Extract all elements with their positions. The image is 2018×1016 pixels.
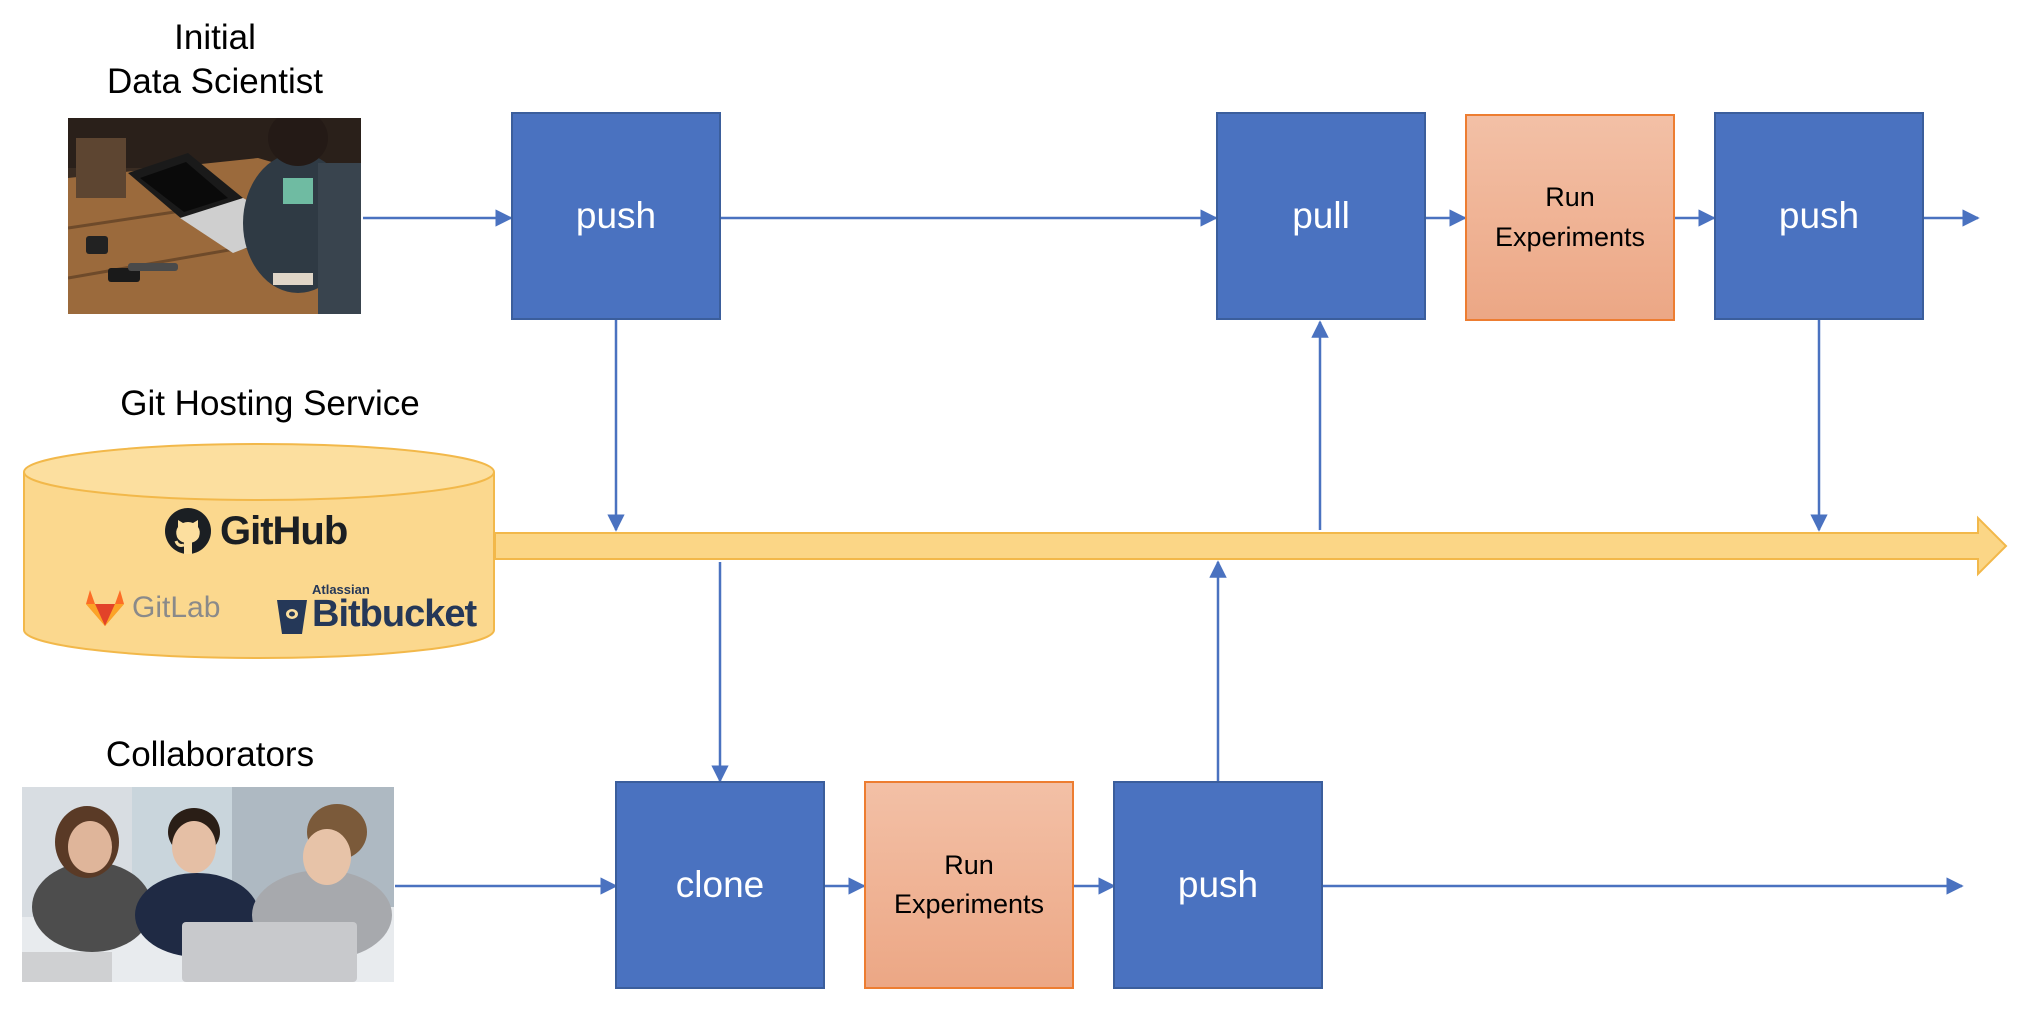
bitbucket-label: Bitbucket [312,593,477,635]
github-octocat-icon [164,507,212,555]
collaborators-label: Collaborators [105,735,315,774]
data-scientist-photo [68,118,361,314]
run-experiments-box-top: Run Experiments [1465,114,1675,321]
gitlab-logo: GitLab [84,588,220,628]
push-box-3: push [1113,781,1323,989]
run-label-top: Run [1545,182,1595,213]
github-logo: GitHub [164,507,348,555]
git-hosting-label: Git Hosting Service [120,384,420,423]
run-label-bottom: Run [944,849,994,880]
experiments-label-bottom: Experiments [893,889,1045,919]
push-box-2: push [1714,112,1924,320]
initial-label: Initial [174,18,256,57]
push-box-1: push [511,112,721,320]
git-repository-cylinder [22,442,496,660]
clone-box: clone [615,781,825,989]
collaborators-photo [22,787,394,982]
atlassian-label: Atlassian [312,582,370,597]
gitlab-label: GitLab [132,591,221,624]
gitlab-tanuki-icon [84,588,126,628]
pull-box: pull [1216,112,1426,320]
github-label: GitHub [220,508,348,553]
timeline-arrow [494,515,2008,577]
data-scientist-label: Data Scientist [107,61,323,101]
run-experiments-box-bottom: Run Experiments [864,781,1074,989]
bitbucket-bucket-icon [276,596,308,636]
experiments-label-top: Experiments [1494,221,1646,252]
bitbucket-logo: Atlassian Bitbucket [276,582,477,636]
initial-data-scientist-label: Initial Data Scientist [90,16,340,104]
